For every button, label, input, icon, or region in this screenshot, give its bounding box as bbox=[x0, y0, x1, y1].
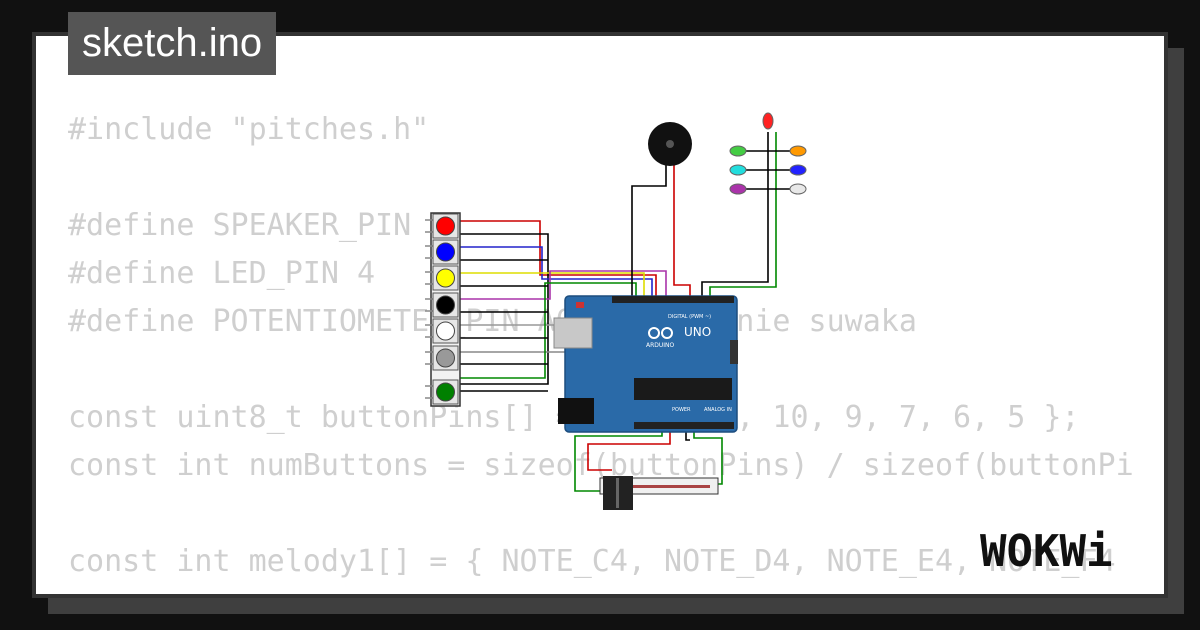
wire-buzzer-ground bbox=[631, 165, 667, 298]
wire-blue-button bbox=[458, 246, 653, 298]
file-tab[interactable]: sketch.ino bbox=[68, 12, 277, 75]
wire-led-ground bbox=[701, 132, 769, 298]
reset-button bbox=[576, 302, 584, 308]
analog-section-label: ANALOG IN bbox=[704, 407, 732, 413]
board-model-label: UNO bbox=[684, 325, 711, 339]
led bbox=[729, 183, 747, 195]
power-analog-header bbox=[634, 422, 734, 429]
led bbox=[762, 112, 774, 130]
led-cluster bbox=[729, 112, 807, 195]
wire-led-signal bbox=[709, 132, 777, 298]
wire-buzzer-signal bbox=[673, 165, 691, 298]
wire-pot-signal bbox=[574, 428, 663, 492]
pushbutton-cap[interactable] bbox=[436, 348, 455, 368]
buzzer-center bbox=[666, 140, 674, 148]
atmega-chip bbox=[634, 378, 732, 400]
digital-header bbox=[612, 296, 734, 303]
code-line: const int melody2[] = { NOTE_G4, NOTE_A4… bbox=[68, 586, 1134, 594]
wokwi-logo-text: WOKWi bbox=[980, 526, 1112, 576]
wokwi-logo: WOKWi bbox=[980, 526, 1112, 576]
wire-ground-rail bbox=[458, 233, 549, 385]
wire-purple-button bbox=[458, 270, 667, 300]
code-preview: #include "pitches.h" #define SPEAKER_PIN… bbox=[68, 106, 1134, 594]
wire-pot-gnd bbox=[693, 428, 723, 485]
pushbutton[interactable] bbox=[425, 265, 459, 291]
buzzer bbox=[648, 122, 692, 166]
code-line: const int melody1[] = { NOTE_C4, NOTE_D4… bbox=[68, 544, 1134, 579]
pushbutton-cap[interactable] bbox=[436, 295, 455, 315]
pushbutton[interactable] bbox=[425, 239, 459, 265]
led bbox=[729, 164, 747, 176]
power-jack bbox=[558, 398, 594, 424]
slider-knob-grip bbox=[616, 478, 619, 508]
power-section-label: POWER bbox=[672, 407, 691, 413]
slide-potentiometer bbox=[599, 476, 719, 510]
wire-yellow-button bbox=[458, 272, 645, 298]
icsp-header bbox=[730, 340, 738, 364]
code-line: #define LED_PIN 4 bbox=[68, 256, 376, 291]
pushbutton[interactable] bbox=[425, 213, 459, 239]
pushbutton[interactable] bbox=[425, 318, 459, 344]
led bbox=[789, 164, 807, 176]
pushbutton-cap[interactable] bbox=[436, 216, 455, 236]
code-line: #include "pitches.h" bbox=[68, 112, 430, 147]
pushbutton[interactable] bbox=[425, 379, 459, 405]
pushbutton-cap[interactable] bbox=[436, 382, 455, 402]
wire-pot-vcc bbox=[587, 428, 671, 471]
code-line: #define SPEAKER_PIN 8 bbox=[68, 208, 448, 243]
pushbutton[interactable] bbox=[425, 345, 459, 371]
arduino-uno-board: UNO ARDUINO DIGITAL (PWM ~) POWER ANALOG… bbox=[553, 295, 738, 433]
usb-port bbox=[553, 317, 593, 349]
led bbox=[789, 145, 807, 157]
digital-section-label: DIGITAL (PWM ~) bbox=[668, 314, 711, 320]
pushbutton-column bbox=[425, 212, 461, 407]
code-line: const int numButtons = sizeof(buttonPins… bbox=[68, 448, 1134, 483]
led bbox=[789, 183, 807, 195]
pushbutton-cap[interactable] bbox=[436, 268, 455, 288]
wire-green-button bbox=[458, 282, 637, 379]
board-brand-label: ARDUINO bbox=[646, 342, 675, 349]
pushbutton[interactable] bbox=[425, 292, 459, 318]
slider-track bbox=[610, 485, 710, 488]
arduino-logo-icon bbox=[648, 327, 673, 339]
led bbox=[729, 145, 747, 157]
wire-red-button bbox=[458, 220, 657, 298]
pushbutton-cap[interactable] bbox=[436, 321, 455, 341]
pushbutton-cap[interactable] bbox=[436, 242, 455, 262]
